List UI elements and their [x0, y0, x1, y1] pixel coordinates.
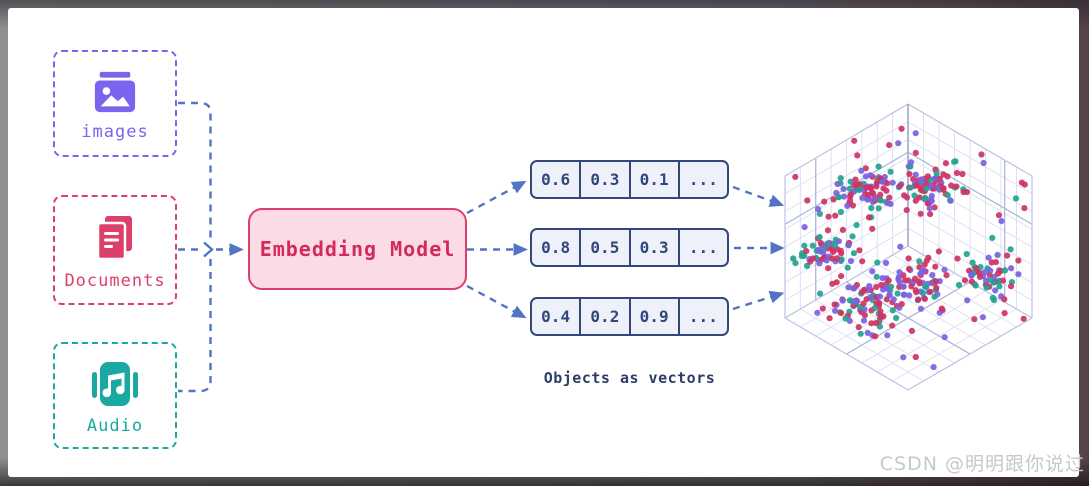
- vector-cell: 0.9: [628, 299, 678, 334]
- source-label-documents: Documents: [64, 270, 166, 291]
- vector-cell: ...: [677, 162, 727, 197]
- audio-icon: [92, 362, 138, 406]
- vector-cell: ...: [677, 299, 727, 334]
- watermark-text: CSDN @明明跟你说过: [879, 453, 1085, 475]
- vector-cell: 0.5: [579, 230, 628, 265]
- vector-cell: ...: [677, 230, 727, 265]
- vector-cell: 0.3: [628, 230, 678, 265]
- vector-row: 0.8 0.5 0.3 ...: [530, 228, 729, 267]
- embedding-model-box: Embedding Model: [248, 208, 467, 290]
- embedding-model-label: Embedding Model: [259, 237, 456, 261]
- vectors-caption: Objects as vectors: [543, 369, 716, 387]
- image-icon: [94, 71, 136, 113]
- vector-cell: 0.2: [579, 299, 628, 334]
- source-box-images: images: [53, 50, 177, 157]
- vector-row: 0.6 0.3 0.1 ...: [530, 160, 729, 199]
- document-icon: [96, 215, 132, 260]
- vector-cell: 0.3: [579, 162, 628, 197]
- source-box-audio: Audio: [53, 342, 177, 449]
- source-label-images: images: [81, 122, 149, 142]
- vector-cell: 0.4: [541, 307, 571, 326]
- vector-cell: 0.6: [541, 170, 571, 189]
- vector-cell: 0.1: [628, 162, 678, 197]
- vector-row: 0.4 0.2 0.9 ...: [530, 297, 729, 336]
- vector-cell: 0.8: [541, 238, 571, 257]
- source-label-audio: Audio: [86, 416, 144, 436]
- source-box-documents: Documents: [53, 195, 177, 305]
